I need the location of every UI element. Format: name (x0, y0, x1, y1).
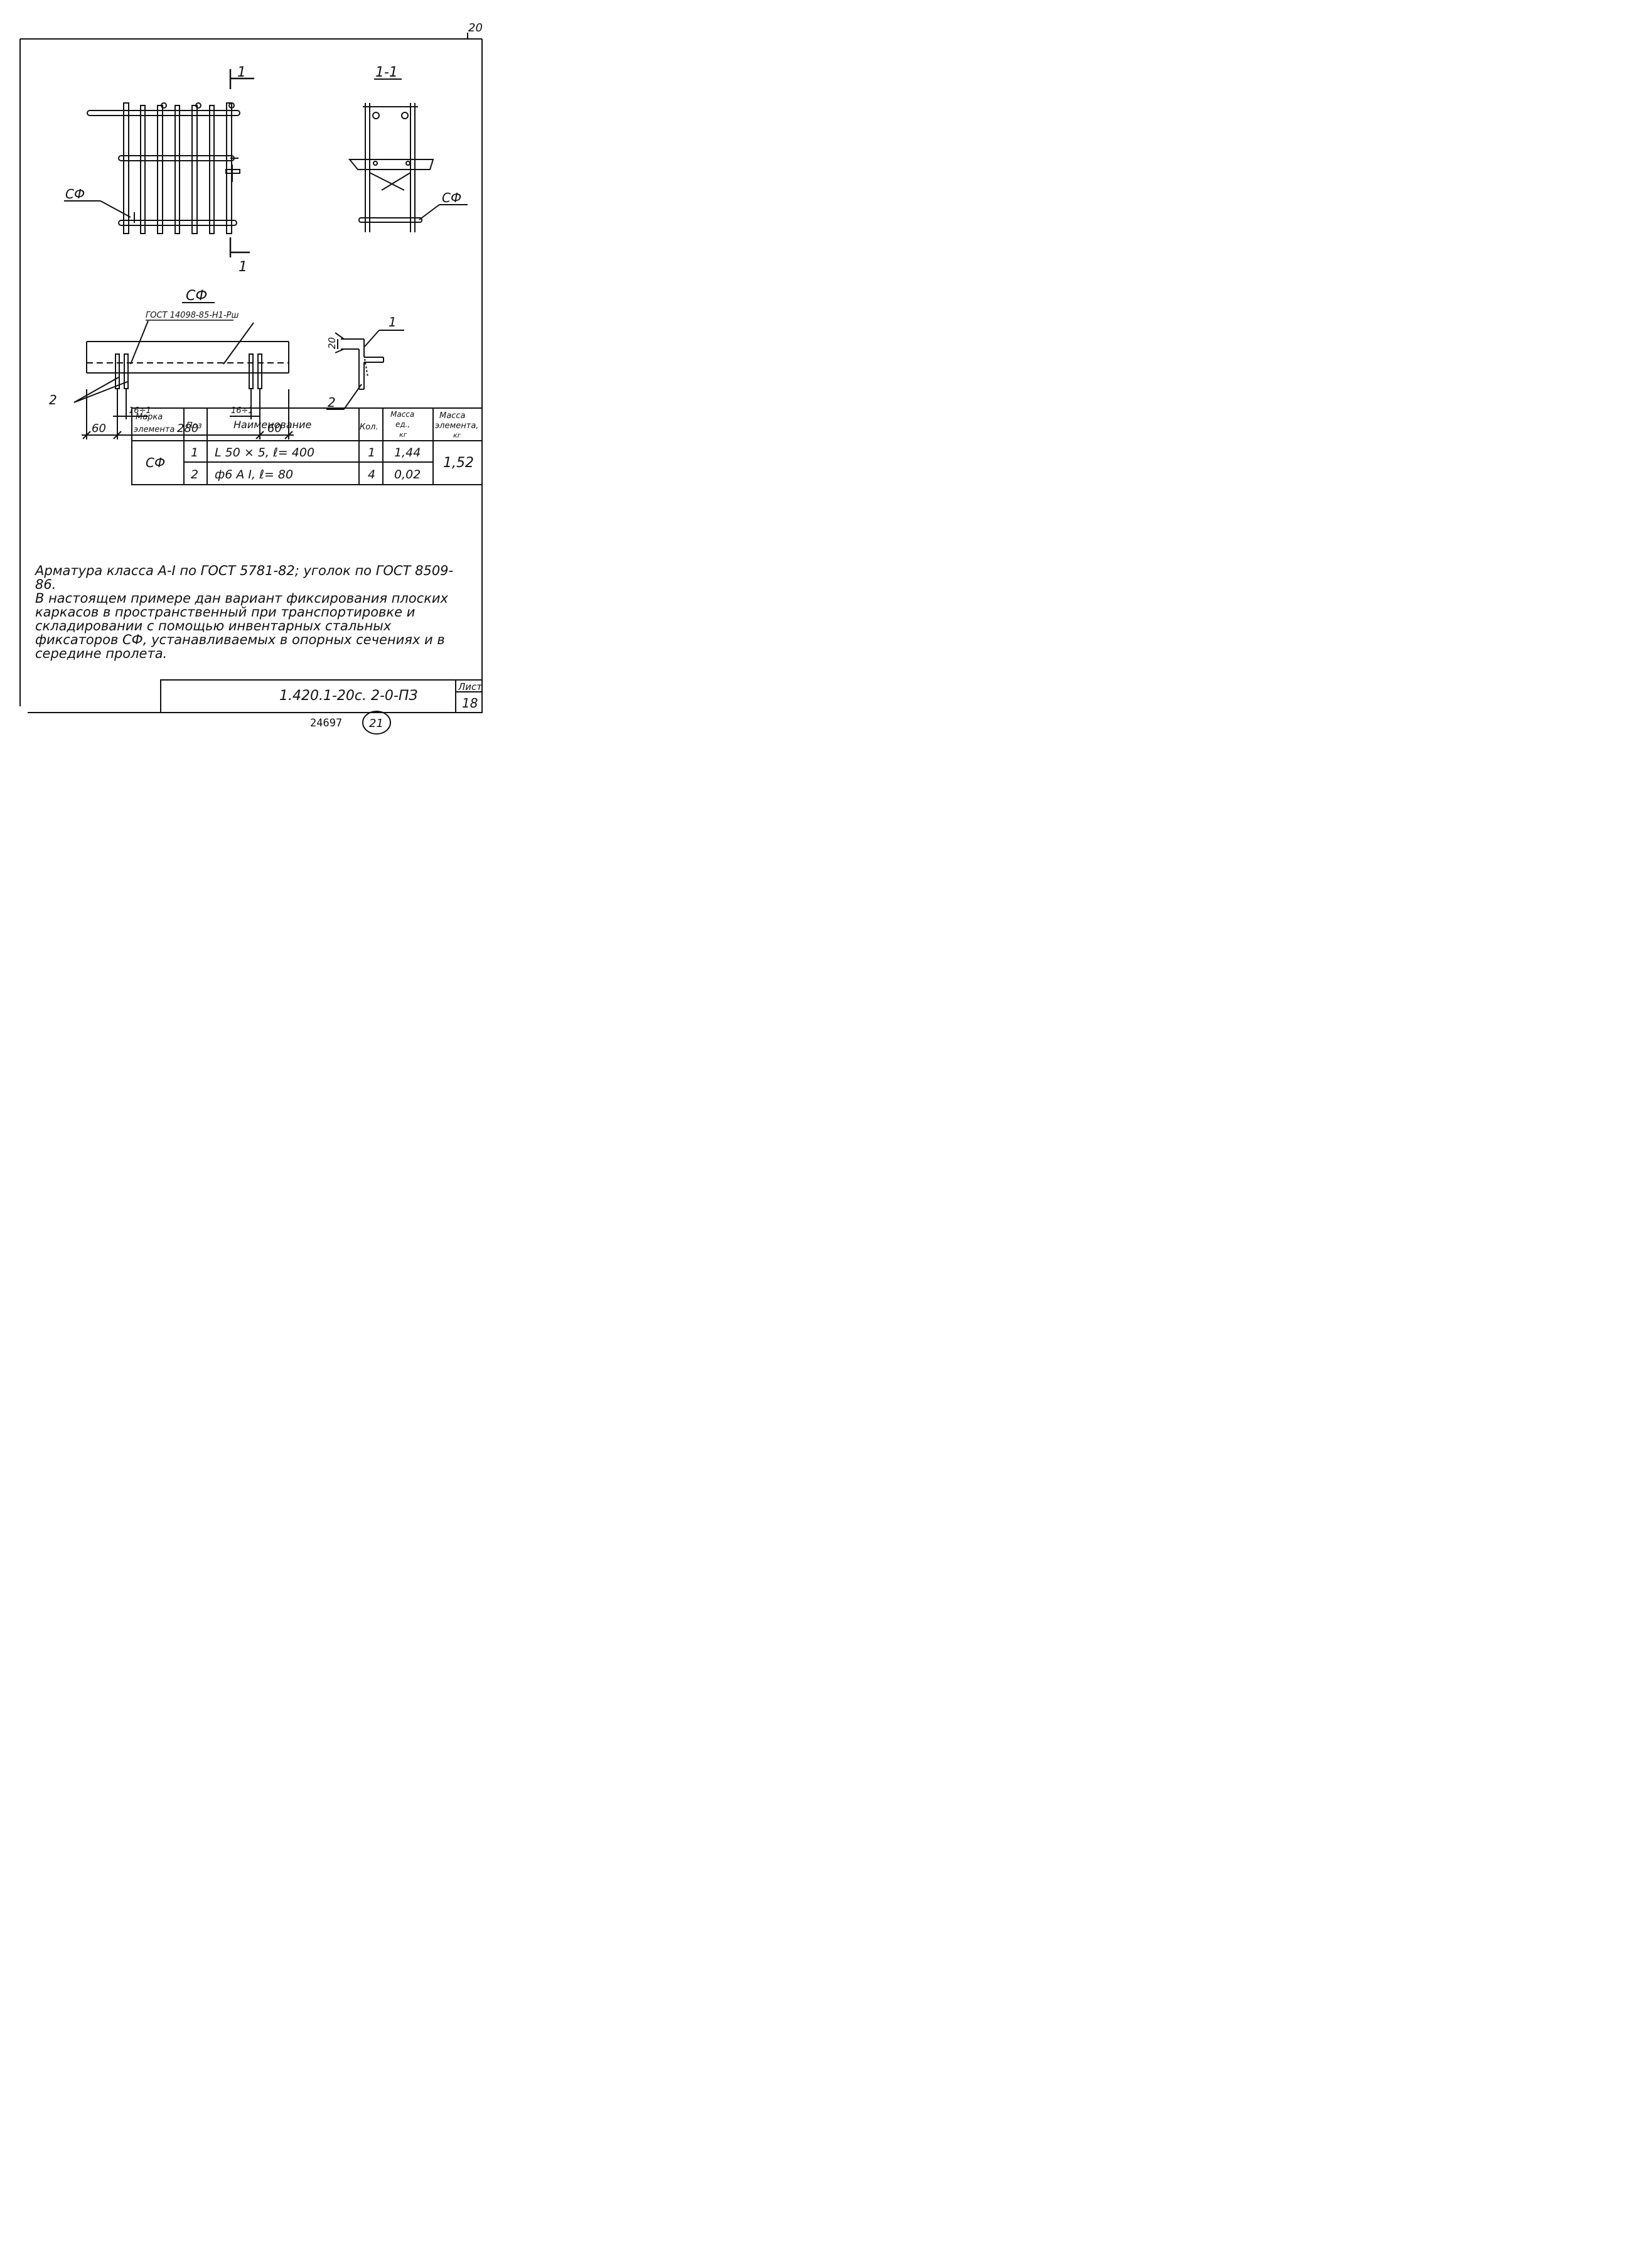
th-elem-mass-3: кг (453, 431, 461, 439)
label-sf-section: СФ (442, 190, 461, 205)
sheet-number: 18 (462, 696, 478, 711)
sheet-label: Лист (458, 681, 483, 692)
cell-element-mass: 1,52 (443, 455, 474, 471)
page-number-circle (362, 711, 391, 735)
section-mark-bottom: 1 (239, 259, 247, 275)
callout-1: 1 (389, 315, 397, 330)
th-elem-mass-1: Масса (439, 411, 465, 421)
title-block-grid (160, 679, 483, 713)
drawing-sheet: 20 1 1 СФ (19, 21, 483, 735)
sf-leader-main (64, 200, 131, 218)
dim-mid: 280 (177, 422, 198, 435)
general-notes: Арматура класса А-I по ГОСТ 5781-82; уго… (35, 564, 468, 660)
th-elem-mass-2: элемента, (435, 421, 478, 431)
dim-height: 20 (326, 337, 338, 349)
th-mark-2: элемента (134, 425, 174, 434)
section-title: 1-1 (375, 65, 398, 80)
th-pos: Поз (186, 421, 202, 431)
cell-name-1: L 50 × 5, ℓ= 400 (215, 446, 314, 460)
dim-right: 60 (267, 422, 282, 435)
weld-note: ГОСТ 14098-85-Н1-Рш (146, 311, 239, 320)
main-elevation-view (87, 102, 240, 234)
spec-table-grid (131, 407, 483, 485)
cell-pos-1: 1 (191, 446, 198, 460)
dim-left: 60 (92, 422, 106, 435)
page-number: 21 (369, 717, 384, 730)
callout-2-side: 2 (328, 395, 336, 410)
label-sf-main: СФ (65, 186, 85, 202)
cell-mark: СФ (146, 455, 165, 470)
th-mark-1: Марка (136, 412, 163, 422)
th-unit-mass-1: Масса (390, 410, 414, 419)
angle-side-detail (326, 330, 404, 410)
inventory-number: 24697 (310, 717, 342, 730)
cell-pos-2: 2 (191, 468, 198, 482)
callout-2-detail: 2 (49, 392, 57, 407)
note-1: Арматура класса А-I по ГОСТ 5781-82; уго… (35, 563, 454, 592)
th-unit-mass-3: кг (399, 431, 407, 439)
cell-unit-mass-1: 1,44 (394, 446, 421, 460)
corner-sheet-label: 20 (468, 21, 483, 35)
sf-leader-section (419, 204, 468, 220)
drawing-code: 1.420.1-20с. 2-0-ПЗ (279, 688, 418, 704)
note-2: В настоящем примере дан вариант фиксиров… (35, 591, 448, 661)
section-view (348, 103, 434, 232)
detail-title: СФ (186, 288, 207, 304)
corner-sheet-mark: 20 (468, 21, 483, 35)
th-unit-mass-2: ед., (395, 420, 410, 429)
detail-view (73, 320, 294, 439)
th-name: Наименование (233, 419, 311, 431)
cell-qty-2: 4 (368, 468, 375, 482)
cell-qty-1: 1 (368, 446, 375, 460)
cell-unit-mass-2: 0,02 (394, 468, 421, 482)
section-cut-marks (229, 69, 254, 257)
section-mark-top: 1 (237, 65, 246, 80)
cell-name-2: ф6 А I, ℓ= 80 (215, 468, 293, 482)
th-qty: Кол. (360, 423, 378, 432)
